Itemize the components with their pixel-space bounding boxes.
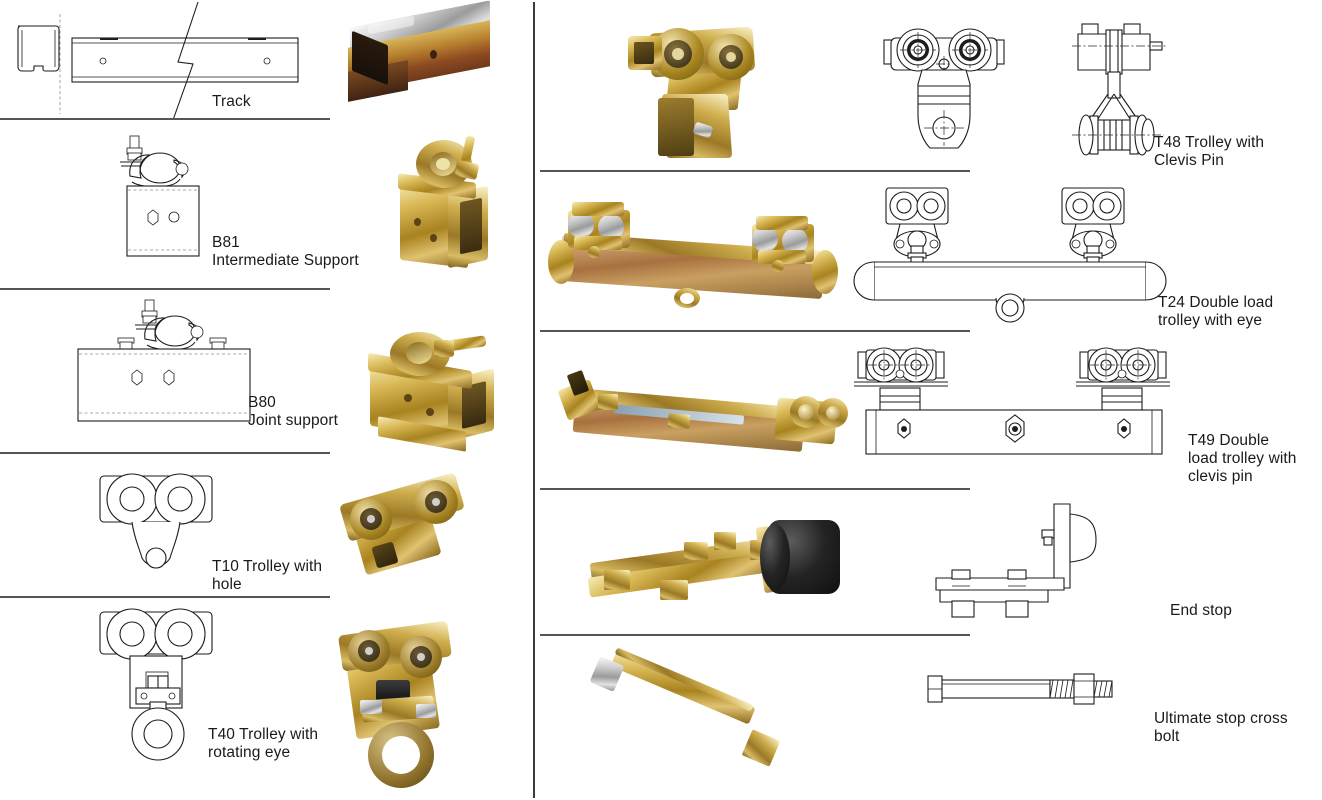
t24-drawing <box>853 182 1167 323</box>
caption-b81: B81 Intermediate Support <box>212 234 359 269</box>
rule-after-t24 <box>540 330 970 332</box>
rule-after-b80 <box>0 452 330 454</box>
photo-b80 <box>364 332 504 457</box>
photo-end-stop <box>564 508 854 636</box>
t40-drawing <box>96 606 216 774</box>
photo-t48 <box>616 12 776 182</box>
panel-divider <box>533 2 535 798</box>
caption-track: Track <box>212 93 251 110</box>
caption-t40: T40 Trolley with rotating eye <box>208 726 319 761</box>
end-stop-drawing <box>844 500 1124 626</box>
caption-t48: T48 Trolley with Clevis Pin <box>1154 134 1265 169</box>
t10-drawing <box>96 462 216 584</box>
t49-drawing <box>852 344 1182 464</box>
photo-t49 <box>554 352 854 472</box>
photo-t10 <box>334 458 476 598</box>
track-profile-drawing <box>8 22 68 82</box>
photo-t24 <box>544 196 844 316</box>
caption-end-stop: End stop <box>1170 602 1232 619</box>
rule-after-t48 <box>540 170 970 172</box>
photo-cross-bolt <box>574 647 804 770</box>
track-elevation-drawing <box>70 1 300 121</box>
rule-after-track <box>0 118 330 120</box>
caption-b80: B80 Joint support <box>248 394 339 429</box>
t48-front-drawing <box>882 18 1006 164</box>
caption-t24: T24 Double load trolley with eye <box>1158 294 1274 329</box>
caption-t10: T10 Trolley with hole <box>212 558 323 593</box>
track-divider-dash <box>58 14 62 114</box>
rule-after-b81 <box>0 288 330 290</box>
rule-after-end-stop <box>540 634 970 636</box>
caption-cross-bolt: Ultimate stop cross bolt <box>1154 710 1288 745</box>
photo-b81 <box>386 134 496 284</box>
t48-side-drawing <box>1068 16 1168 164</box>
cross-bolt-drawing <box>924 668 1124 714</box>
caption-t49: T49 Double load trolley with clevis pin <box>1188 432 1297 485</box>
b81-drawing <box>112 132 232 260</box>
b80-drawing <box>76 299 252 424</box>
rule-after-t10 <box>0 596 330 598</box>
photo-t40 <box>326 612 486 800</box>
photo-track <box>344 0 496 102</box>
rule-after-t49 <box>540 488 970 490</box>
right-panel: T48 Trolley with Clevis Pin <box>534 0 1322 800</box>
left-panel: Track <box>0 0 533 800</box>
